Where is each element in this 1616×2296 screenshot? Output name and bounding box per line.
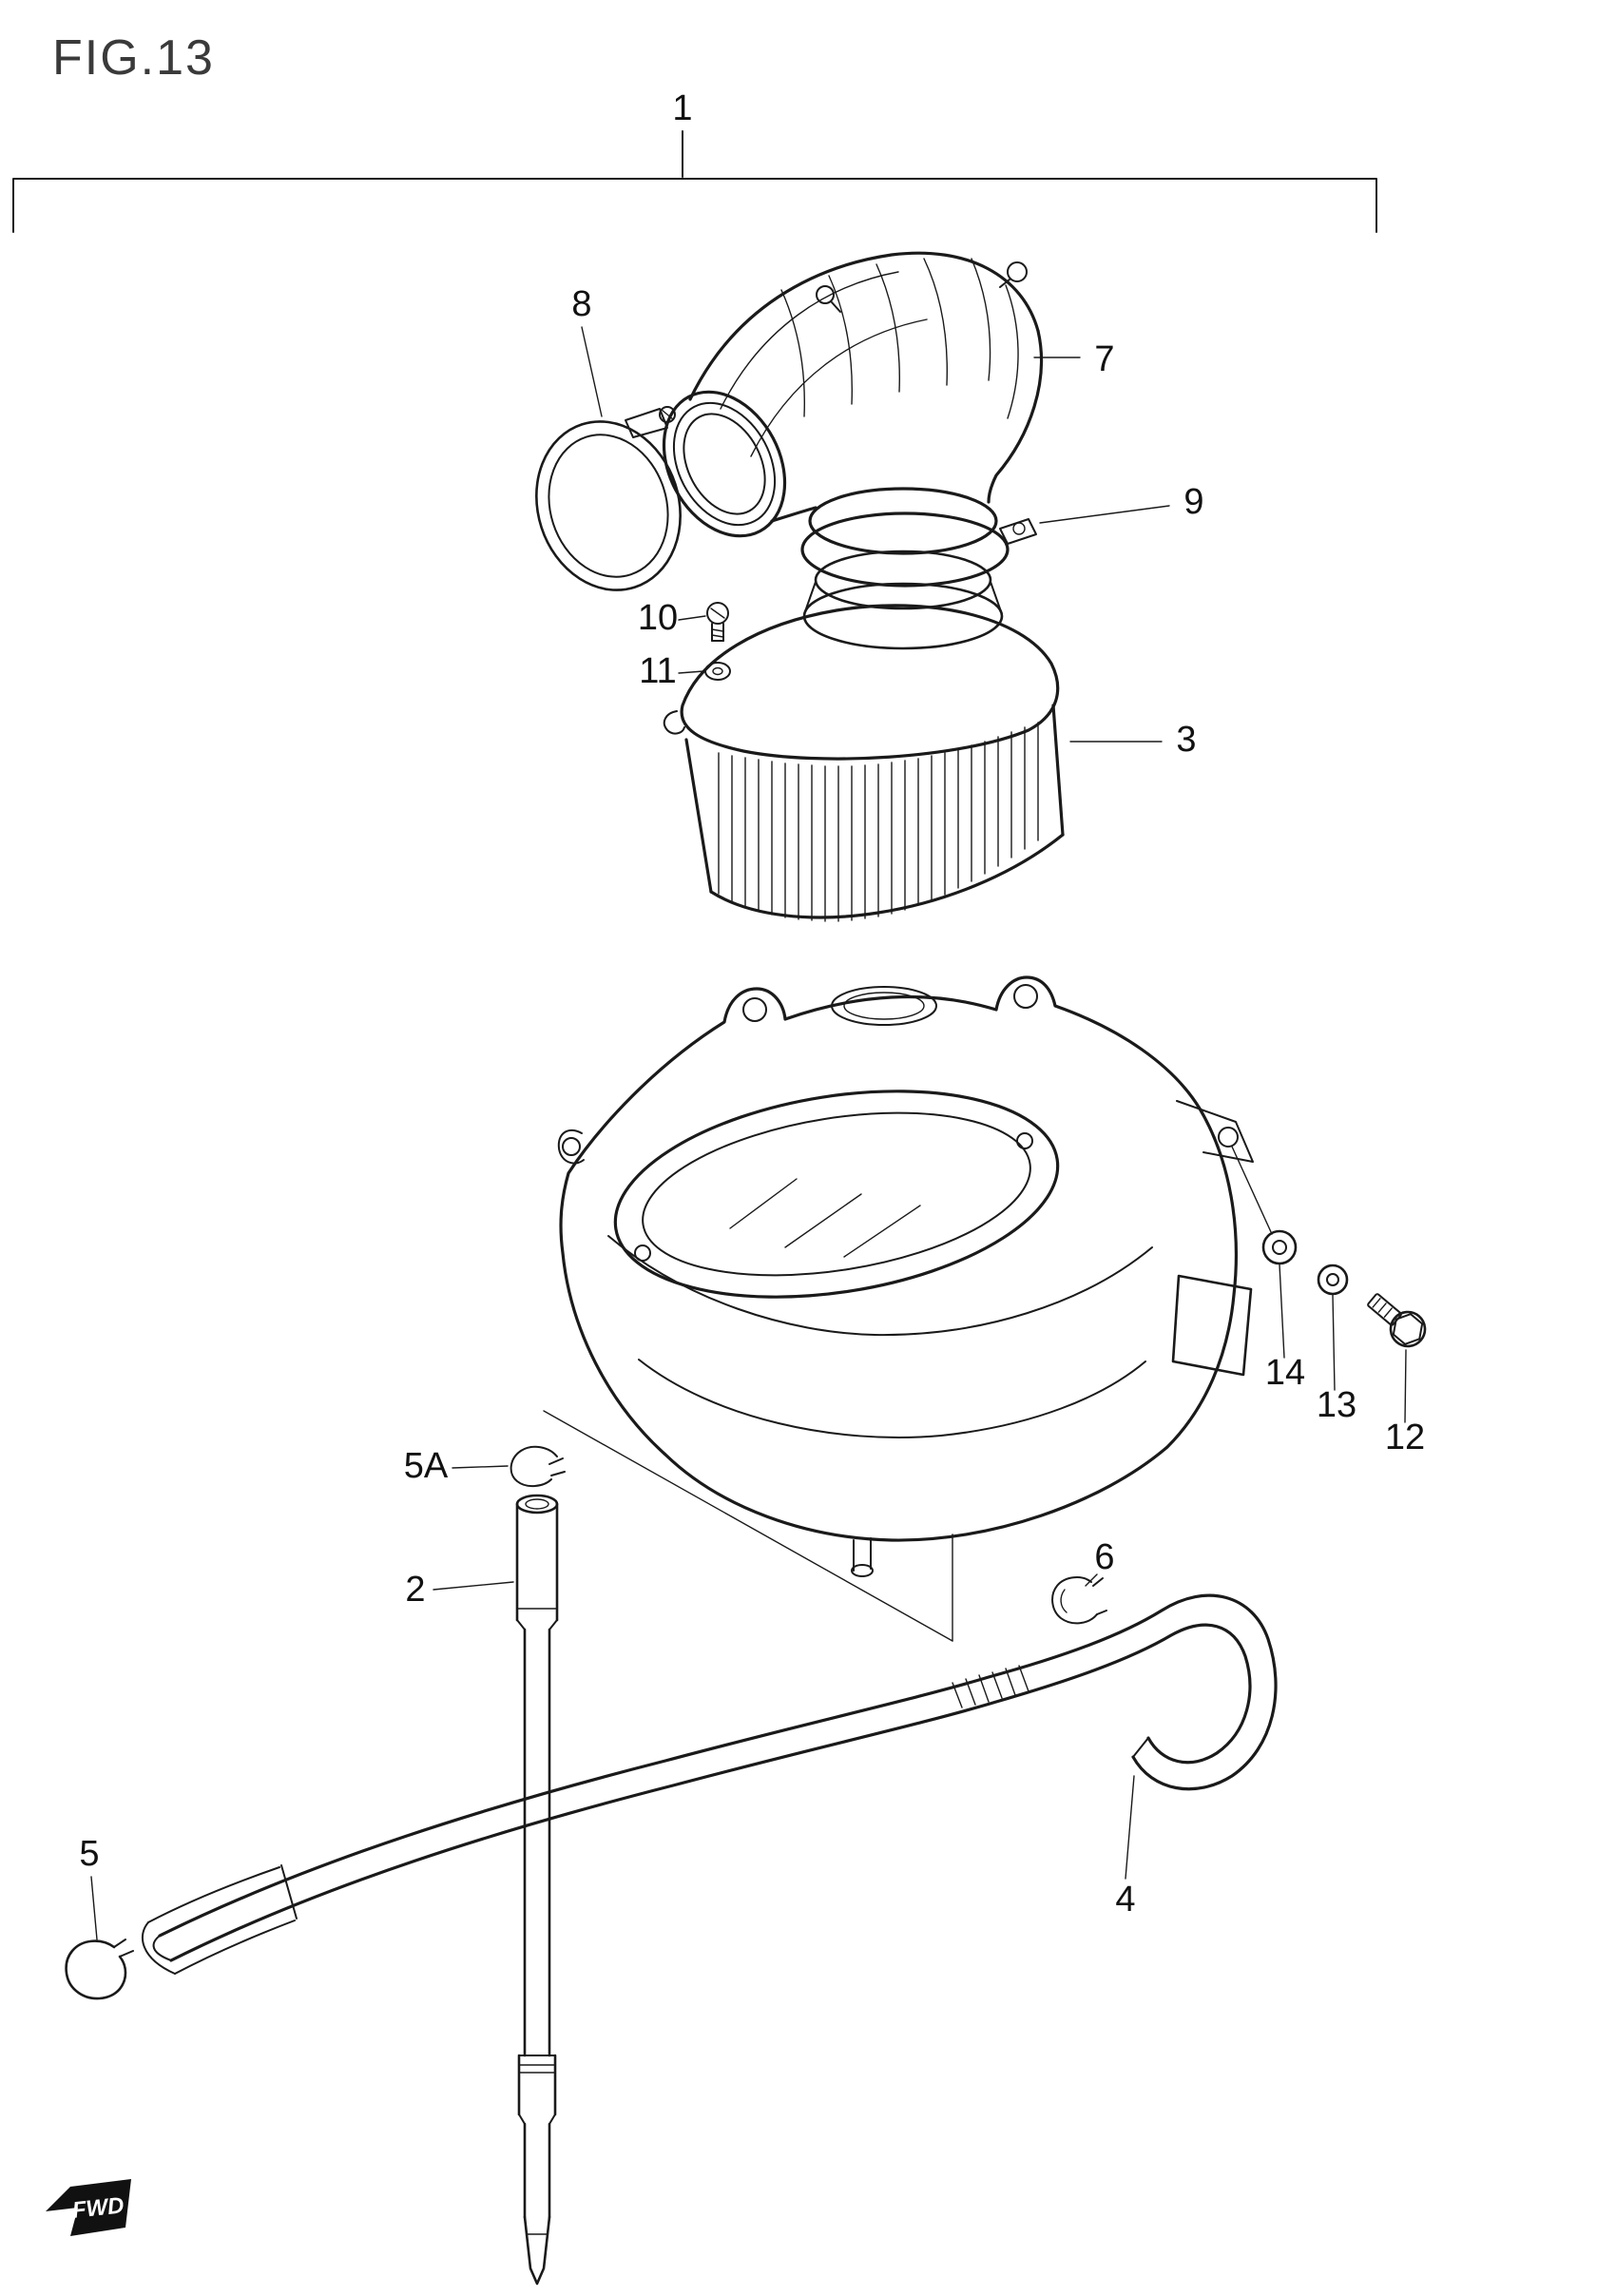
case-gasket-inner (642, 1111, 1031, 1277)
callout-3: 3 (1176, 720, 1196, 760)
callout-6: 6 (1094, 1537, 1114, 1577)
part-5-hose-clamp: 5 (65, 1834, 134, 2000)
part-4-breather-hose: 4 (141, 1593, 1278, 1975)
callout-10: 10 (638, 598, 678, 638)
fwd-banner-shape (46, 2179, 131, 2236)
callout-2: 2 (405, 1570, 425, 1610)
case-tab-hole-right (1013, 984, 1038, 1009)
callout-4: 4 (1115, 1880, 1135, 1920)
part-3-filter-element: 3 (663, 604, 1197, 922)
part-5a-clip: 5A (404, 1445, 566, 1487)
duct-ear-loop-left (816, 285, 835, 304)
case-drain-spigot (851, 1564, 874, 1577)
callout-12: 12 (1385, 1418, 1425, 1457)
duct-outlet (808, 487, 998, 555)
callout-7: 7 (1094, 339, 1114, 379)
part-14-washer: 14 (1261, 1229, 1305, 1393)
callout-9: 9 (1183, 482, 1203, 522)
figure-title: FIG.13 (52, 30, 215, 86)
case-top-port (831, 986, 937, 1026)
duct-ear-loop-right (1007, 261, 1028, 282)
filter-neck-rings (802, 550, 1004, 650)
callout-1: 1 (672, 88, 692, 128)
fwd-marker: FWD (46, 2179, 131, 2236)
part-2-drain-tube: 2 (405, 1494, 559, 2286)
case-tab-hole-left (742, 997, 767, 1022)
callout-11: 11 (639, 651, 676, 691)
case-gasket-outer (613, 1090, 1060, 1299)
callout-13: 13 (1317, 1385, 1356, 1425)
part-10-screw: 10 (638, 598, 729, 642)
part-1-assembly-bracket: 1 (12, 88, 1377, 233)
air-cleaner-case (543, 975, 1273, 1642)
callout-5a: 5A (404, 1446, 449, 1486)
part-6-clip: 6 (1051, 1537, 1115, 1625)
part-12-bolt: 12 (1367, 1293, 1427, 1457)
callout-14: 14 (1265, 1353, 1305, 1393)
part-8-hose-clamp: 8 (535, 284, 682, 591)
part-9-outlet-clamp: 9 (800, 482, 1204, 588)
part-7-intake-duct: 7 (662, 251, 1115, 555)
case-side-flange (1171, 1274, 1253, 1377)
callout-5: 5 (79, 1834, 99, 1874)
part-11-washer: 11 (639, 651, 731, 691)
part-13-washer: 13 (1317, 1264, 1356, 1425)
fwd-label: FWD (71, 2192, 125, 2224)
callout-8: 8 (571, 284, 591, 324)
case-ear-hole (562, 1137, 581, 1156)
